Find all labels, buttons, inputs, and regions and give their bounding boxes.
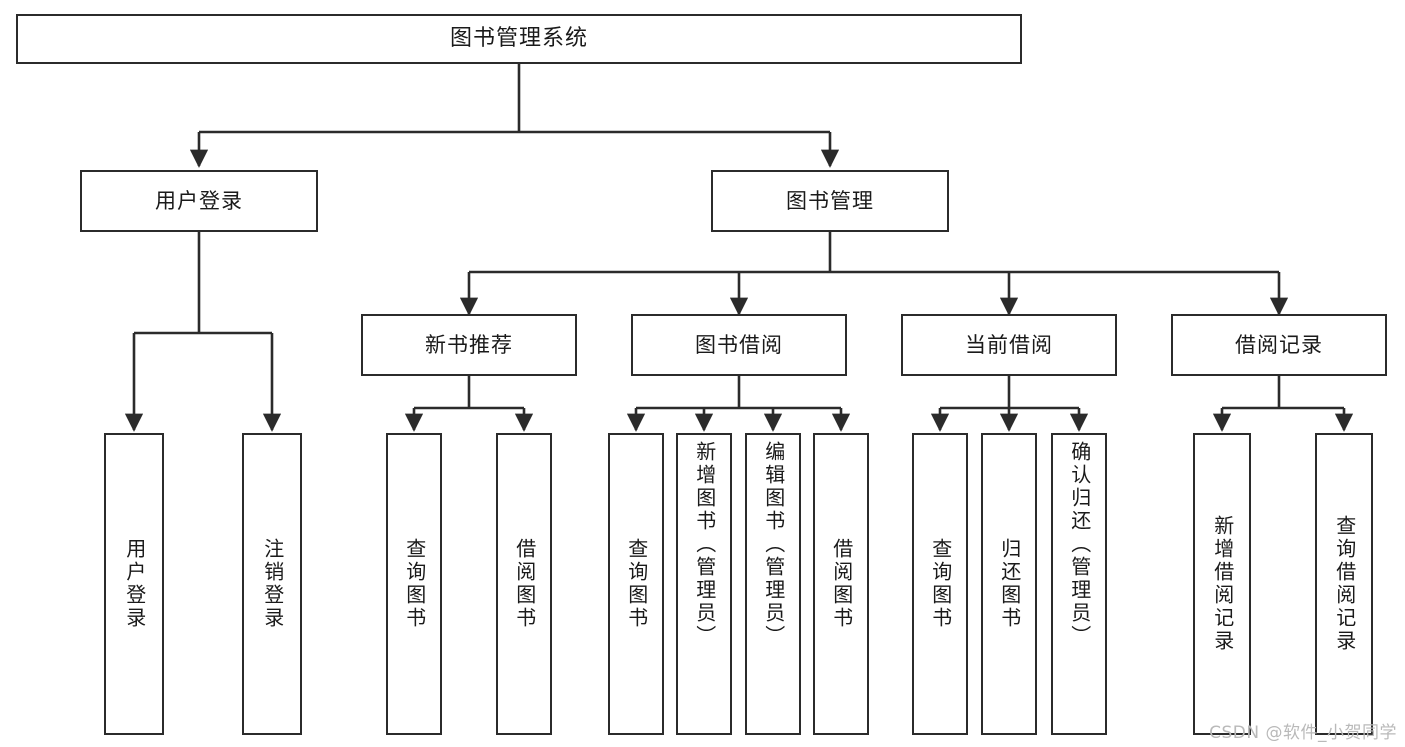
- node-label: 用户登录: [155, 188, 243, 213]
- leaf-current-borrow-query-book[interactable]: 查询图书: [912, 433, 968, 735]
- leaf-new-book-borrow-book[interactable]: 借阅图书: [496, 433, 552, 735]
- node-label: 查询图书: [624, 538, 649, 630]
- node-borrow-record[interactable]: 借阅记录: [1171, 314, 1387, 376]
- node-label: 借阅图书: [829, 538, 854, 630]
- node-label: 新增借阅记录: [1210, 515, 1235, 653]
- node-book-borrow[interactable]: 图书借阅: [631, 314, 847, 376]
- node-label: 新书推荐: [425, 332, 513, 357]
- leaf-current-borrow-return-book[interactable]: 归还图书: [981, 433, 1037, 735]
- node-label: 图书管理系统: [449, 26, 588, 52]
- node-book-management[interactable]: 图书管理: [711, 170, 949, 232]
- node-current-borrow[interactable]: 当前借阅: [901, 314, 1117, 376]
- node-label: 编辑图书（管理员）: [761, 441, 786, 648]
- leaf-current-borrow-confirm-return-admin[interactable]: 确认归还（管理员）: [1051, 433, 1107, 735]
- node-root-library-system[interactable]: 图书管理系统: [16, 14, 1022, 64]
- node-label: 查询借阅记录: [1332, 515, 1357, 653]
- node-label: 用户登录: [122, 538, 147, 630]
- leaf-book-borrow-add-book-admin[interactable]: 新增图书（管理员）: [676, 433, 732, 735]
- node-label: 查询图书: [928, 538, 953, 630]
- leaf-user-login-login[interactable]: 用户登录: [104, 433, 164, 735]
- leaf-new-book-query-book[interactable]: 查询图书: [386, 433, 442, 735]
- node-label: 查询图书: [402, 538, 427, 630]
- node-label: 当前借阅: [965, 332, 1053, 357]
- leaf-borrow-record-add-record[interactable]: 新增借阅记录: [1193, 433, 1251, 735]
- leaf-user-login-logout[interactable]: 注销登录: [242, 433, 302, 735]
- leaf-book-borrow-borrow-book[interactable]: 借阅图书: [813, 433, 869, 735]
- node-new-book-recommend[interactable]: 新书推荐: [361, 314, 577, 376]
- node-label: 归还图书: [997, 538, 1022, 630]
- leaf-book-borrow-query-book[interactable]: 查询图书: [608, 433, 664, 735]
- node-user-login[interactable]: 用户登录: [80, 170, 318, 232]
- node-label: 新增图书（管理员）: [692, 441, 717, 648]
- node-label: 图书借阅: [695, 332, 783, 357]
- leaf-borrow-record-query-record[interactable]: 查询借阅记录: [1315, 433, 1373, 735]
- node-label: 借阅图书: [512, 538, 537, 630]
- node-label: 确认归还（管理员）: [1067, 441, 1092, 648]
- leaf-book-borrow-edit-book-admin[interactable]: 编辑图书（管理员）: [745, 433, 801, 735]
- csdn-watermark: CSDN @软件_小贺同学: [1209, 723, 1397, 743]
- node-label: 借阅记录: [1235, 332, 1323, 357]
- node-label: 注销登录: [260, 538, 285, 630]
- node-label: 图书管理: [786, 188, 874, 213]
